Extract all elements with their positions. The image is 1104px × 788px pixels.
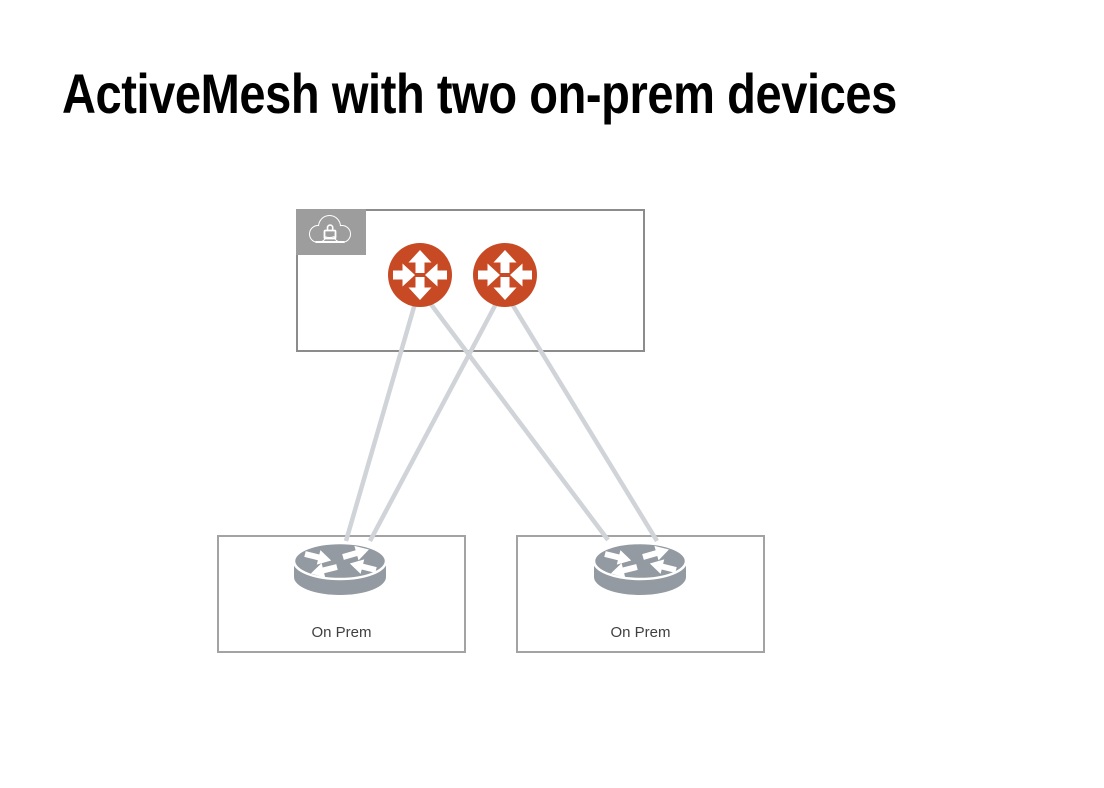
mesh-router-1 — [388, 243, 452, 307]
on-prem-label-2: On Prem — [610, 624, 671, 641]
router-circle-arrows-icon — [388, 243, 452, 307]
cloud-lock-icon — [296, 209, 366, 255]
mesh-router-2 — [473, 243, 537, 307]
on-prem-label-1: On Prem — [311, 624, 372, 641]
on-prem-router-2 — [592, 541, 688, 599]
router-circle-arrows-icon — [473, 243, 537, 307]
router-puck-icon — [592, 541, 688, 595]
cloud-lock-badge — [296, 209, 366, 255]
router-puck-icon — [292, 541, 388, 595]
slide-title: ActiveMesh with two on-prem devices — [62, 62, 897, 125]
on-prem-router-1 — [292, 541, 388, 599]
